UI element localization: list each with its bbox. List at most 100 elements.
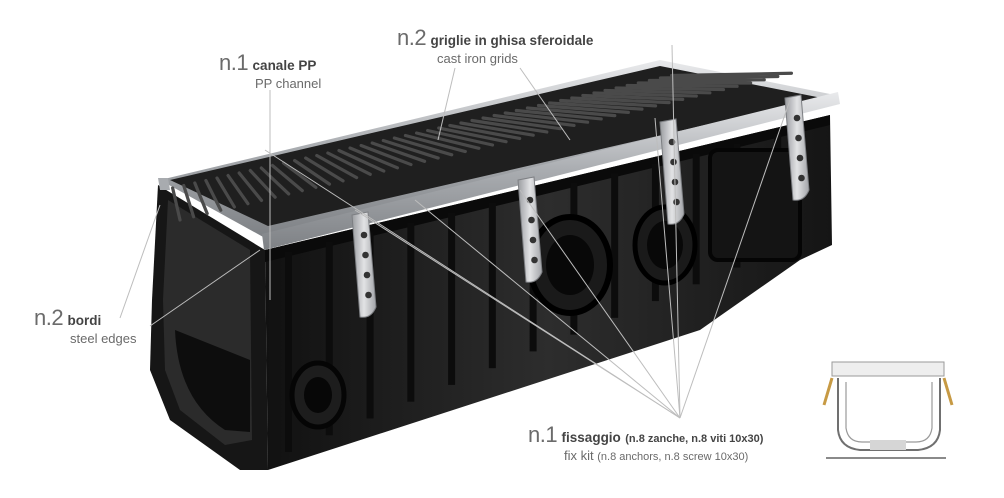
- callout-channel: n.1 canale PP PP channel: [219, 50, 322, 91]
- anchor-plate: [351, 211, 377, 318]
- callout-fixkit-it-detail: (n.8 zanche, n.8 viti 10x30): [625, 433, 764, 445]
- callout-fixkit: n.1 fissaggio (n.8 zanche, n.8 viti 10x3…: [528, 424, 763, 463]
- anchors: [351, 94, 810, 318]
- side-rib: [611, 173, 619, 318]
- grid-slot: [204, 178, 223, 212]
- grid-slot: [481, 116, 563, 131]
- leader-lines: [119, 44, 791, 419]
- grid-slot: [337, 148, 386, 173]
- grid-slot: [359, 143, 413, 167]
- side-rib: [285, 252, 292, 452]
- grid-slot: [470, 118, 549, 134]
- grid-slot: [270, 163, 304, 193]
- side-rib: [488, 202, 496, 369]
- anchor-hole: [795, 134, 802, 142]
- grid-slot: [437, 126, 508, 144]
- callout-channel-number: n.1: [219, 50, 249, 75]
- callout-fixkit-en: fix kit: [564, 448, 594, 463]
- grid-slot: [426, 128, 495, 147]
- side-rib: [448, 212, 456, 385]
- grid-slot: [381, 138, 440, 160]
- grid-slot: [259, 166, 291, 196]
- anchor-hole: [528, 216, 535, 224]
- leader-line: [414, 199, 681, 419]
- grid-slot: [414, 131, 481, 150]
- grid-slot: [669, 71, 794, 78]
- steel-edge-bar: [158, 92, 840, 250]
- anchor-hole: [529, 236, 537, 244]
- grid-slot: [603, 88, 712, 95]
- leader-line: [519, 189, 681, 419]
- callout-grids: n.2 griglie in ghisa sferoidale cast iro…: [397, 25, 594, 66]
- grid-slot: [237, 171, 264, 203]
- grid-slot: [326, 151, 372, 176]
- grid-slot: [248, 168, 277, 199]
- grid-slot: [459, 121, 535, 137]
- anchor-plate: [784, 94, 810, 201]
- grid-slot: [503, 111, 590, 124]
- callout-fixkit-en-detail: (n.8 anchors, n.8 screw 10x30): [597, 451, 749, 463]
- grid-slot: [581, 93, 685, 101]
- anchor-plate: [517, 176, 543, 283]
- leader-line: [264, 149, 681, 419]
- grid-slot: [182, 183, 196, 219]
- callout-edges-it: bordi: [67, 313, 102, 328]
- grid-slot: [448, 123, 522, 141]
- callout-channel-en: PP channel: [255, 76, 322, 91]
- leader-line: [437, 67, 456, 141]
- grid-slot: [315, 153, 359, 180]
- grid-slot: [592, 91, 698, 98]
- grid-slot: [370, 141, 427, 163]
- grid-slot: [403, 133, 467, 154]
- grid-slot: [292, 158, 332, 186]
- cross-section-inset: [822, 358, 954, 459]
- side-rib: [407, 222, 415, 402]
- anchor-hole: [793, 114, 801, 122]
- anchor-hole: [365, 291, 372, 299]
- callout-edges-en: steel edges: [70, 331, 137, 346]
- callout-grids-number: n.2: [397, 25, 427, 50]
- grid-slot: [193, 181, 209, 216]
- grid-slots: [171, 71, 794, 222]
- anchor-hole: [798, 174, 805, 182]
- grid-slot: [281, 161, 318, 189]
- grid-slot: [525, 106, 617, 118]
- grid-slot: [226, 173, 250, 206]
- grid-slot: [348, 146, 399, 170]
- grid-slot: [570, 96, 671, 105]
- grid-slot: [647, 78, 766, 83]
- side-rib: [692, 153, 700, 285]
- callout-channel-it: canale PP: [252, 58, 317, 73]
- grid-slot: [547, 101, 644, 111]
- grid-slot: [304, 156, 345, 183]
- callout-edges-number: n.2: [34, 305, 64, 330]
- grid-slot: [171, 186, 182, 222]
- anchor-hole: [796, 154, 804, 162]
- anchor-hole: [531, 256, 538, 264]
- anchor-hole: [363, 271, 371, 279]
- anchor-hole: [670, 158, 677, 166]
- leader-line: [679, 99, 791, 419]
- leader-line: [654, 117, 681, 419]
- cast-iron-grids: [160, 60, 835, 238]
- channel-end-face: [150, 185, 268, 470]
- leader-line: [119, 204, 161, 319]
- callout-grids-en: cast iron grids: [437, 51, 518, 66]
- leader-line: [149, 249, 261, 327]
- anchor-hole: [362, 251, 369, 259]
- grid-slot: [614, 86, 726, 92]
- grid-slot: [625, 83, 739, 88]
- side-rib: [366, 232, 374, 419]
- grid-slot: [559, 98, 658, 108]
- leader-line: [519, 67, 571, 141]
- grid-slot: [536, 103, 630, 114]
- callout-grids-it: griglie in ghisa sferoidale: [430, 33, 594, 48]
- anchor-hole: [360, 231, 368, 239]
- anchor-hole: [673, 198, 680, 206]
- grid-slot: [514, 108, 603, 121]
- grid-slot: [215, 176, 236, 209]
- callout-edges: n.2 bordi steel edges: [34, 305, 137, 346]
- callout-fixkit-number: n.1: [528, 422, 558, 447]
- grid-slot: [658, 74, 780, 80]
